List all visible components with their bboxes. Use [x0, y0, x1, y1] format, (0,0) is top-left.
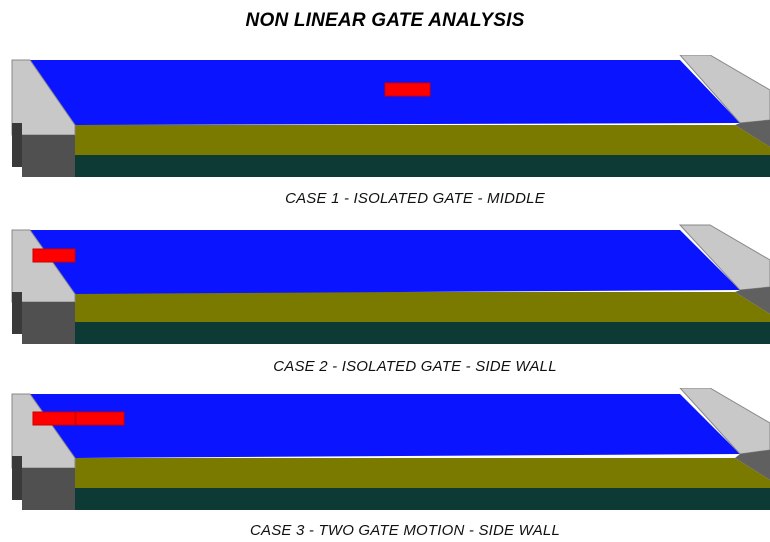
left-wall-block [12, 123, 22, 167]
gate [384, 82, 431, 97]
gate-2 [75, 411, 125, 426]
channel-diagram-case-1 [11, 55, 770, 177]
channel-bed-shadow [75, 322, 770, 344]
channel-panel-case-1 [0, 55, 770, 180]
channel-bed-shadow [75, 488, 770, 510]
water-surface [12, 60, 740, 125]
channel-panel-case-3 [0, 388, 770, 513]
channel-panel-case-2 [0, 222, 770, 347]
right-wall-top [678, 224, 770, 291]
water-surface [12, 394, 740, 458]
left-wall-slope [11, 59, 76, 136]
caption-case-2: CASE 2 - ISOLATED GATE - SIDE WALL [273, 358, 557, 375]
left-wall-slope [11, 393, 76, 469]
right-wall-face [735, 287, 770, 314]
left-wall-front [22, 468, 75, 510]
left-wall-slope [11, 229, 76, 303]
left-wall-front [22, 302, 75, 344]
gate-1 [32, 411, 76, 426]
water-surface [12, 230, 740, 294]
right-wall-face [735, 120, 770, 147]
caption-case-3: CASE 3 - TWO GATE MOTION - SIDE WALL [249, 522, 560, 539]
channel-bed [75, 292, 770, 322]
left-wall-block [12, 292, 22, 334]
right-wall-top [679, 388, 770, 455]
channel-bed [75, 125, 770, 155]
right-wall-top [679, 55, 770, 124]
left-wall-block [12, 456, 22, 500]
left-wall-front [22, 135, 75, 177]
channel-diagram-case-3 [11, 388, 770, 510]
caption-case-1: CASE 1 - ISOLATED GATE - MIDDLE [285, 190, 545, 207]
channel-bed [75, 458, 770, 488]
channel-diagram-case-2 [11, 224, 770, 344]
gate [32, 248, 76, 263]
figure-title: NON LINEAR GATE ANALYSIS [245, 10, 525, 31]
right-wall-face [735, 450, 770, 480]
channel-bed-shadow [75, 155, 770, 177]
